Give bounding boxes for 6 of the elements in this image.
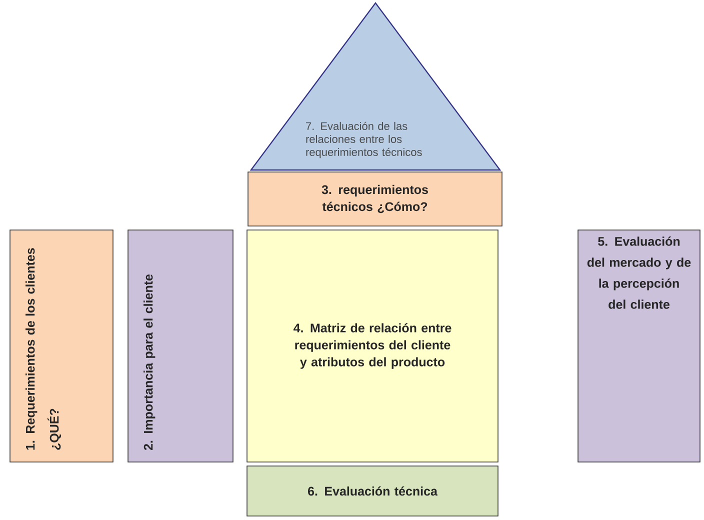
box: 3. requerimientos técnicos ¿Cómo? xyxy=(248,172,502,226)
box: 4. Matriz de relación entre requerimientos del cliente y atributos del producto xyxy=(246,230,498,462)
box: 1. Requerimientos de los clientes ¿QUÉ? xyxy=(10,230,114,462)
box: 2. Importancia para el cliente xyxy=(128,230,234,462)
box: 5. Evaluación del mercado y de la percepción del cliente xyxy=(578,230,700,462)
box: 6. Evaluación técnica xyxy=(246,466,498,516)
